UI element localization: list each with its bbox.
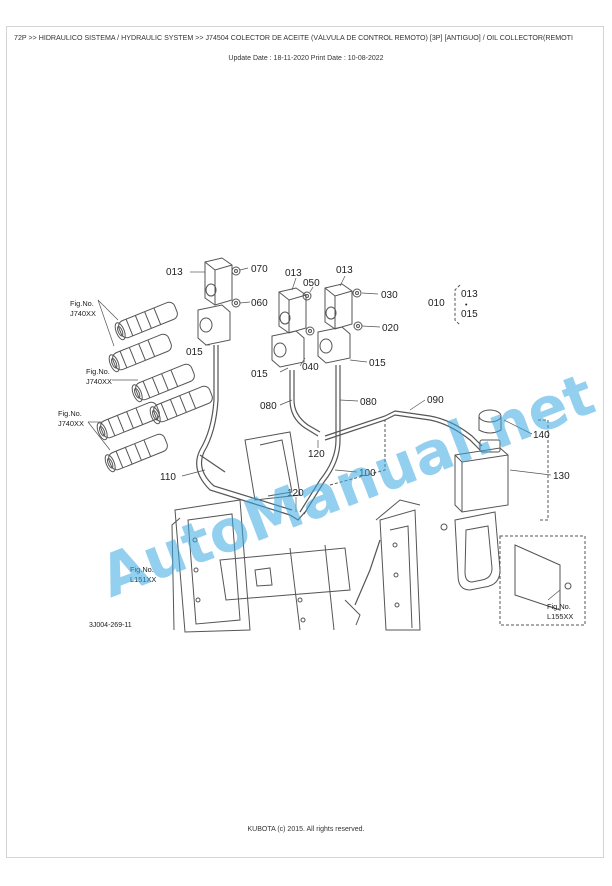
part-label-015: 015 — [369, 358, 386, 369]
part-label-110: 110 — [160, 472, 176, 483]
fig-ref-number: J740XX — [58, 419, 84, 428]
page-frame — [6, 26, 604, 858]
part-label-013: 013 — [461, 289, 478, 300]
washers — [231, 266, 363, 336]
bracket-plate — [514, 544, 572, 611]
part-label-130: 130 — [553, 471, 570, 482]
part-label-010: 010 — [428, 298, 445, 309]
fig-ref-label: Fig.No. — [547, 602, 571, 611]
quick-couplers — [96, 301, 213, 473]
part-label-100: 100 — [359, 468, 376, 479]
part-label-080: 080 — [360, 397, 377, 408]
drawing-code: 3J004-269-11 — [89, 622, 132, 629]
fig-ref-number: J740XX — [86, 377, 112, 386]
remote-valve-blocks — [197, 257, 353, 368]
part-label-120: 120 — [287, 488, 304, 499]
watermark: AutoManual.net — [91, 360, 603, 611]
part-label-030: 030 — [381, 290, 398, 301]
fig-ref-number: L155XX — [547, 612, 573, 621]
figure-references: Fig.No. J740XX Fig.No. J740XX Fig.No. J7… — [58, 299, 573, 621]
part-label-015: 015 — [186, 347, 203, 358]
fig-ref-label: Fig.No. — [86, 367, 110, 376]
part-label-090: 090 — [427, 395, 444, 406]
fig-ref-label: Fig.No. — [58, 409, 82, 418]
part-label-015: 015 — [251, 369, 268, 380]
part-label-080: 080 — [260, 401, 277, 412]
fig-ref-number: J740XX — [70, 309, 96, 318]
hoses-and-pipes — [196, 345, 483, 606]
chassis-frame — [171, 431, 421, 633]
leader-lines — [87, 267, 561, 601]
fig-ref-label: Fig.No. — [70, 299, 94, 308]
fig-ref-label: Fig.No. — [130, 565, 154, 574]
svg-text:•: • — [465, 302, 468, 309]
fig-ref-number: L151XX — [130, 575, 156, 584]
page-title: 72P >> HIDRAULICO SISTEMA / HYDRAULIC SY… — [14, 34, 573, 42]
part-label-015: 015 — [461, 309, 478, 320]
part-label-013: 013 — [336, 265, 353, 276]
part-labels: 013 070 013 050 013 030 060 020 015 015 … — [160, 264, 570, 499]
part-label-013: 013 — [166, 267, 183, 278]
part-label-013: 013 — [285, 268, 302, 279]
part-label-020: 020 — [382, 323, 399, 334]
part-label-140: 140 — [533, 430, 550, 441]
part-label-040: 040 — [302, 362, 319, 373]
part-label-120: 120 — [308, 449, 325, 460]
part-label-050: 050 — [303, 278, 320, 289]
footer-copyright: KUBOTA (c) 2015. All rights reserved. — [247, 826, 365, 833]
part-label-070: 070 — [251, 264, 268, 275]
part-label-060: 060 — [251, 298, 268, 309]
dashed-groups — [329, 284, 586, 626]
update-print-dates: Update Date : 18-11-2020 Print Date : 10… — [228, 55, 384, 62]
